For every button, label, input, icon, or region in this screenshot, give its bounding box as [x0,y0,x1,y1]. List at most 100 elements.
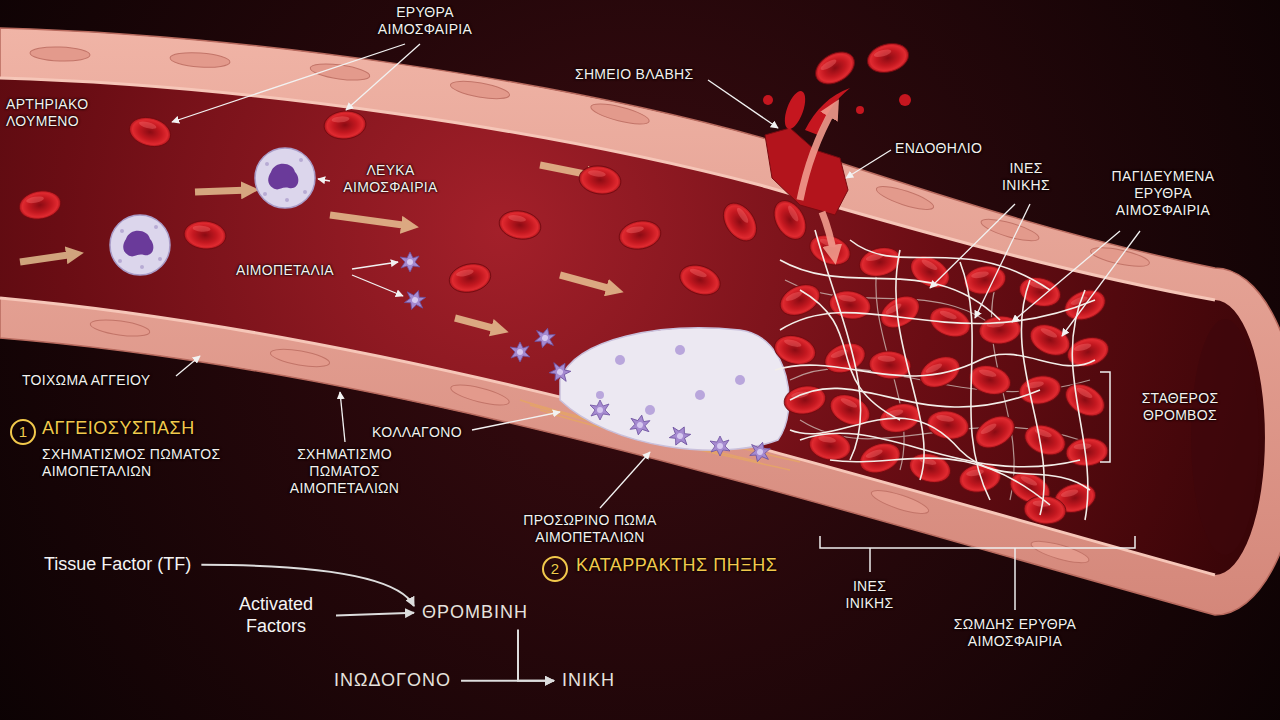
part-label: ΕΝΔΟΘΗΛΙΟ [895,140,982,157]
platelet [510,342,530,362]
blood-spray [763,88,911,135]
bracket [869,548,871,572]
platelet [402,287,428,313]
wall-cell [309,61,370,83]
bracket [1100,372,1110,462]
platelet-plug [615,355,625,365]
leader-line [472,412,560,430]
platelet [533,326,557,350]
fibrin-strand [830,458,1050,505]
red-blood-cell [906,449,954,487]
fibrin-strand [785,250,1090,500]
leader-line [340,392,345,442]
flow-arrow [455,318,500,330]
bleeding-arrow [800,108,834,200]
part-label: ΤΟΙΧΩΜΑ ΑΓΓΕΙΟΥ [22,372,151,389]
product-node: ΙΝΙΚΗ [558,668,619,694]
wall-cell [30,46,90,62]
fibrin-strand [775,354,1095,376]
white-blood-cell [255,148,315,208]
red-blood-cell [497,208,543,243]
vessel-opening [1191,319,1259,555]
leader-line [846,150,891,178]
blood-spray [763,95,773,105]
flow-arrow [20,165,615,330]
bracket [820,536,1135,548]
red-blood-cell [1060,377,1110,422]
blood-spray [899,94,911,106]
red-blood-cell [820,338,869,379]
platelet-plug [596,345,745,415]
platelet [400,252,420,272]
step-title: ΑΓΓΕΙΟΣΥΣΠΑΣΗ [42,418,195,440]
platelet [710,436,730,456]
wall-cell [170,51,231,69]
platelet-plug [645,405,655,415]
red-blood-cell [767,195,812,245]
region-label: ΑΡΤΗΡΙΑΚΟ ΛΟΥΜΕΝΟ [6,96,118,130]
substrate-node: ΙΝΩΔΟΓΟΝΟ [330,668,455,694]
node-text: Activated Factors [226,594,326,637]
node-text: Tissue Factor (TF) [44,554,191,576]
platelet [546,358,573,385]
platelet-plug [596,391,604,399]
red-blood-cell [617,218,663,253]
vessel-wall [0,28,1280,615]
part-label: ΣΧΗΜΑΤΙΣΜΟ ΠΩΜΑΤΟΣ ΑΙΜΟΠΕΤΑΛΙΩΝ [272,446,417,497]
red-blood-cell [810,45,860,90]
wall-cell [874,182,935,214]
part-label: ΠΑΓΙΔΕΥΜΕΝΑ ΕΡΥΘΡΑ ΑΙΜΟΣΦΑΙΡΙΑ [1088,168,1238,219]
red-blood-cell [864,39,912,77]
fibrin-strand [896,250,924,480]
red-blood-cell [17,188,63,223]
leader-line [930,204,1015,288]
leader-line [1062,231,1140,336]
platelet-plug [560,328,789,450]
platelet [628,413,651,436]
red-blood-cell [577,163,622,197]
reaction-arrow [461,680,554,682]
red-blood-cell [915,350,965,393]
red-blood-cell [771,331,819,369]
red-blood-cell [1020,420,1069,461]
part-label: ΣΗΜΕΙΟ ΒΛΑΒΗΣ [575,66,693,83]
red-blood-cell [675,260,724,301]
node-text: ΙΝΩΔΟΓΟΝΟ [334,670,451,692]
red-blood-cell [825,388,875,431]
red-blood-cell [126,113,174,151]
bracket [1014,548,1016,610]
wall-cell [269,346,331,370]
red-blood-cell [447,260,494,296]
red-blood-cell [970,409,1020,454]
red-blood-cell [323,109,367,141]
fibrin-strand [1072,290,1088,520]
bleeding-arrow [822,212,834,255]
wall-cell [449,78,511,102]
fibrin-strand [780,260,1000,320]
leader-line [352,275,403,296]
platelet-plug [695,390,705,400]
leader-line [172,44,1140,508]
blood-spray [856,106,864,114]
step-subtitle: ΣΧΗΜΑΤΙΣΜΟΣ ΠΩΜΑΤΟΣ ΑΙΜΟΠΕΤΑΛΙΩΝ [42,446,252,480]
wall-cell [449,381,511,409]
platelet-plug [675,345,685,355]
enzyme-node: ΘΡΟΜΒΙΝΗ [418,600,532,626]
platelet [748,440,772,464]
callout-number: 2 [542,556,568,582]
part-label: ΠΡΟΣΩΡΙΝΟ ΠΩΜΑ ΑΙΜΟΠΕΤΑΛΙΩΝ [490,512,690,546]
platelet [590,400,610,420]
fibrin-strand [800,290,900,420]
node-text: ΘΡΟΜΒΙΝΗ [422,602,528,624]
part-label: ΕΡΥΘΡΑ ΑΙΜΟΣΦΑΙΡΙΑ [350,4,500,38]
red-blood-cell [1023,494,1067,526]
leader-line [975,204,1030,318]
leader-line [318,179,330,181]
wall-cell [1029,537,1091,567]
platelet-plug [735,375,745,385]
leader-line [176,356,200,376]
